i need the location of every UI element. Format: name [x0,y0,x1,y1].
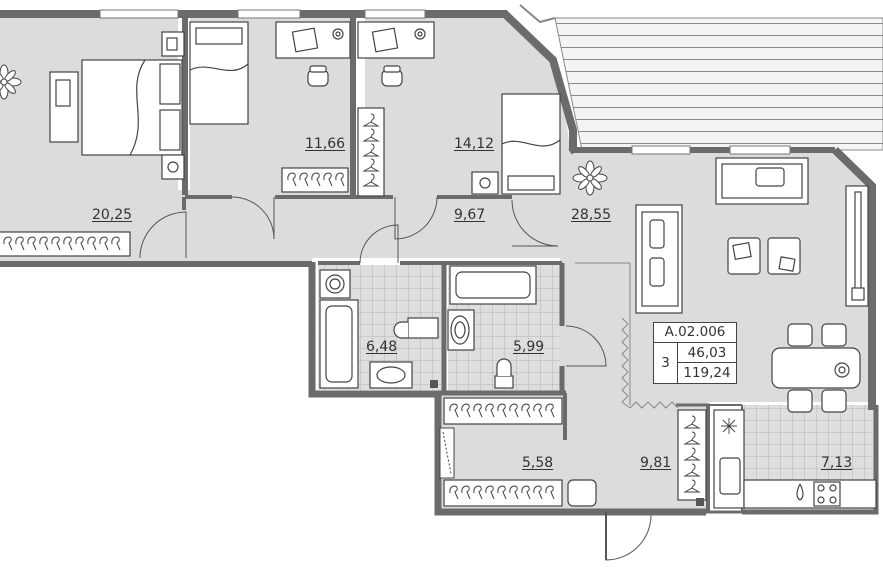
chair-icon [307,65,329,87]
area-bedroom-mid: 14,12 [454,136,495,152]
hanger-icon [0,231,131,257]
balcony [519,4,883,151]
toilet-icon [494,358,514,389]
desk-icon [275,21,351,59]
area-kitchen: 7,13 [821,455,853,471]
vent-icon [430,380,438,388]
washing-machine-icon [567,479,597,507]
desk-icon [357,21,435,59]
area-living-room: 28,55 [571,207,612,223]
toilet-icon [369,317,439,389]
area-corridor: 9,67 [454,207,486,223]
area-bedroom-small: 11,66 [305,136,346,152]
apartment-code: А.02.006 [654,323,736,343]
hanger-icon [357,107,385,197]
walls [0,10,879,516]
doors [139,196,652,561]
table-icon [727,237,801,275]
bed-icon [49,31,185,180]
hanger-icon [677,409,707,501]
dining-table-icon [771,323,861,413]
bathtub-icon [319,269,359,389]
hanger-icon [439,397,563,507]
bed-icon [471,93,561,195]
sink-icon [447,309,475,351]
stove-icon [713,409,877,509]
bathtub-icon [449,265,537,305]
windows [99,9,791,155]
apartment-info-box: А.02.006 3 46,03 119,24 [653,322,737,384]
area-wardrobe: 9,81 [640,455,672,471]
chair-icon [381,65,403,87]
total-area: 119,24 [683,365,731,381]
bed-icon [189,21,249,125]
area-bathroom-right: 5,99 [513,339,545,355]
sofa-icon [635,157,869,314]
vent-icon [696,498,704,506]
partitions [575,262,679,409]
room-count: 3 [654,343,678,383]
living-area: 46,03 [678,343,736,363]
area-bathroom-left: 6,48 [366,339,398,355]
area-bedroom-master: 20,25 [92,207,133,223]
area-hall: 5,58 [522,455,554,471]
hanger-icon [281,167,349,193]
